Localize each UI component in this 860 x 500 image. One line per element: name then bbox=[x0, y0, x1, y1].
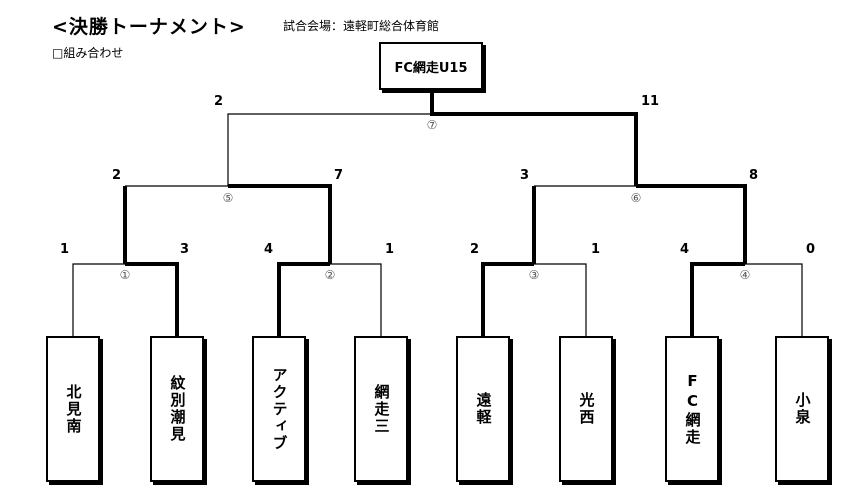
team-name: 小泉 bbox=[793, 392, 812, 426]
score-m2-right: 1 bbox=[385, 242, 395, 257]
team-name: 網走三 bbox=[372, 383, 391, 435]
bracket-line-final-winner bbox=[430, 90, 638, 186]
bracket-line-final-thin bbox=[227, 113, 432, 186]
venue-label: 試合会場：遠軽町総合体育館 bbox=[283, 19, 440, 33]
bracket-line-m4-winner bbox=[690, 262, 745, 336]
bracket-line-sf6-winner bbox=[636, 184, 747, 264]
bracket-line-m3-thin bbox=[534, 263, 587, 336]
score-m6-right: 8 bbox=[749, 168, 759, 183]
score-m3-right: 1 bbox=[591, 242, 601, 257]
bracket-line-m4-thin bbox=[745, 263, 803, 336]
score-m5-right: 7 bbox=[334, 168, 344, 183]
bracket-line-m3-winner bbox=[481, 262, 534, 336]
match-number-7: ⑦ bbox=[426, 118, 438, 132]
score-m3-left: 2 bbox=[470, 242, 480, 257]
bracket-line-m1-thin bbox=[72, 263, 125, 336]
score-m5-left: 2 bbox=[112, 168, 122, 183]
score-m7-left: 2 bbox=[214, 94, 224, 109]
match-number-4: ④ bbox=[739, 268, 751, 282]
match-number-2: ② bbox=[324, 268, 336, 282]
champion-label: FC網走U15 bbox=[394, 60, 468, 76]
team-box-8: 小泉 bbox=[775, 336, 829, 482]
team-box-2: 紋別潮見 bbox=[150, 336, 204, 482]
page-title: <決勝トーナメント> bbox=[52, 16, 246, 38]
champion-box: FC網走U15 bbox=[379, 42, 483, 90]
score-m6-left: 3 bbox=[520, 168, 530, 183]
team-box-7: FC網走 bbox=[665, 336, 719, 482]
team-box-3: アクティブ bbox=[252, 336, 306, 482]
team-name: FC網走 bbox=[683, 372, 702, 446]
bracket-line-sf5-winner bbox=[228, 184, 332, 264]
team-name: 光西 bbox=[577, 392, 596, 426]
team-name: 紋別潮見 bbox=[168, 375, 187, 443]
match-number-3: ③ bbox=[528, 268, 540, 282]
bracket-line-m1-winner bbox=[125, 262, 179, 336]
score-m7-right: 11 bbox=[641, 94, 660, 109]
score-m2-left: 4 bbox=[264, 242, 274, 257]
team-name: アクティブ bbox=[270, 366, 289, 452]
score-m1-right: 3 bbox=[180, 242, 190, 257]
section-subtitle: □組み合わせ bbox=[52, 46, 124, 60]
team-name: 遠軽 bbox=[474, 392, 493, 426]
bracket-line-m2-thin bbox=[330, 263, 382, 336]
score-m4-right: 0 bbox=[806, 242, 816, 257]
team-box-6: 光西 bbox=[559, 336, 613, 482]
match-number-5: ⑤ bbox=[222, 191, 234, 205]
team-box-4: 網走三 bbox=[354, 336, 408, 482]
match-number-1: ① bbox=[119, 268, 131, 282]
score-m4-left: 4 bbox=[680, 242, 690, 257]
match-number-6: ⑥ bbox=[630, 191, 642, 205]
team-name: 北見南 bbox=[64, 383, 83, 435]
team-box-1: 北見南 bbox=[46, 336, 100, 482]
team-box-5: 遠軽 bbox=[456, 336, 510, 482]
bracket-line-m2-winner bbox=[277, 262, 330, 336]
score-m1-left: 1 bbox=[60, 242, 70, 257]
